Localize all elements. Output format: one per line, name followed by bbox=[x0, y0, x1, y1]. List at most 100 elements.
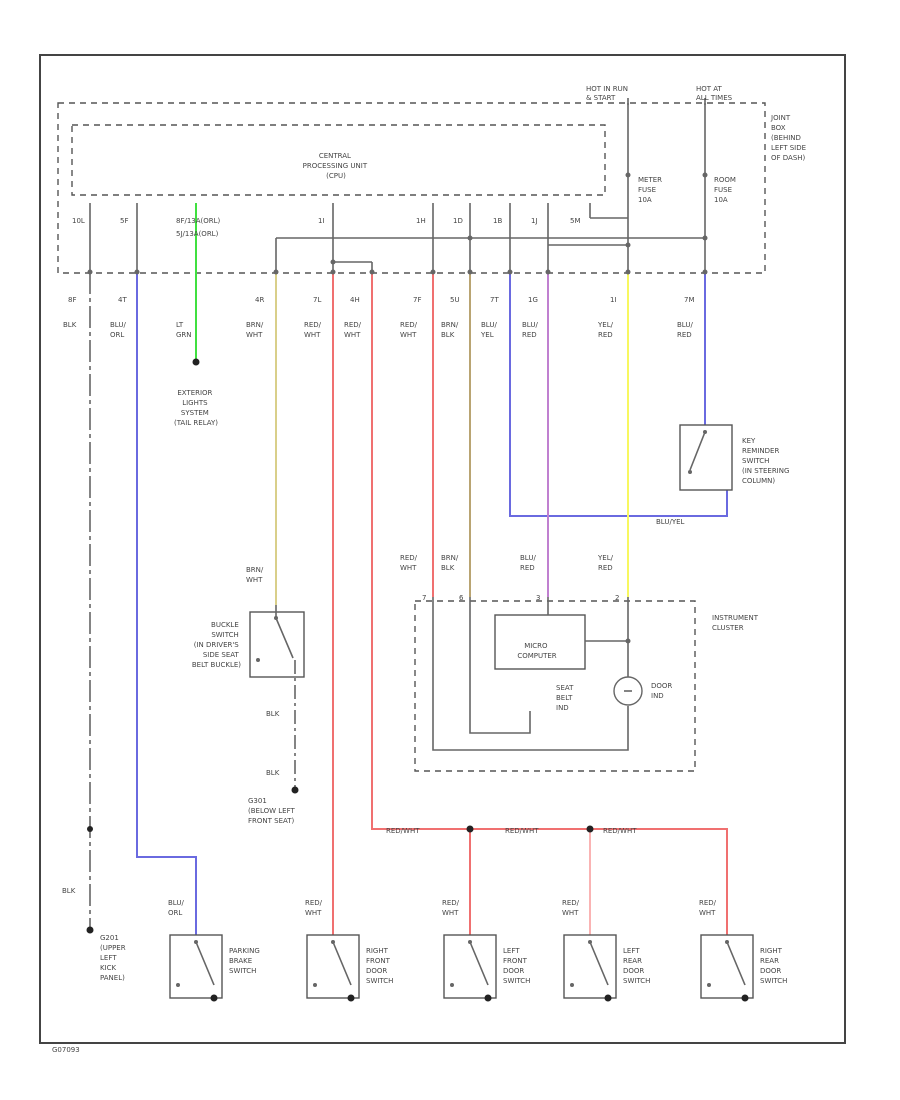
cpu-label: CENTRAL PROCESSING UNIT (CPU) bbox=[303, 152, 370, 180]
buckle-blk-label-1: BLK bbox=[266, 710, 280, 718]
svg-text:RED/WHT: RED/WHT bbox=[400, 554, 418, 572]
connector-pin-labels: 8F 4T 4R 7L 4H 7F 5U 7T 1G 1I 7M bbox=[68, 296, 695, 304]
svg-text:BLU/RED: BLU/RED bbox=[522, 321, 538, 339]
svg-text:RED/WHT: RED/WHT bbox=[603, 827, 637, 835]
svg-text:RED/WHT: RED/WHT bbox=[305, 899, 323, 917]
svg-text:8F: 8F bbox=[68, 296, 76, 304]
meter-fuse-label: METER FUSE 10A bbox=[638, 176, 664, 204]
svg-text:BLU/RED: BLU/RED bbox=[677, 321, 693, 339]
instrument-cluster-wiring bbox=[432, 597, 643, 751]
bottom-switches bbox=[169, 934, 754, 1002]
diagram-frame bbox=[39, 54, 846, 1044]
g301-label: G301 (BELOW LEFT FRONT SEAT) bbox=[248, 797, 297, 825]
svg-text:7M: 7M bbox=[684, 296, 695, 304]
svg-text:7L: 7L bbox=[313, 296, 321, 304]
buckle-blk-label-2: BLK bbox=[266, 769, 280, 777]
svg-text:4T: 4T bbox=[118, 296, 127, 304]
g301-ground-terminal bbox=[291, 786, 299, 794]
svg-text:7: 7 bbox=[422, 594, 426, 602]
hot-all-label: HOT AT ALL TIMES bbox=[696, 85, 733, 102]
svg-text:8F/13A(ORL): 8F/13A(ORL) bbox=[176, 217, 221, 225]
g201-label: G201 (UPPER LEFT KICK PANEL) bbox=[100, 934, 128, 982]
cpu-outline bbox=[71, 124, 606, 196]
g201-splice bbox=[87, 826, 93, 832]
key-reminder-label: KEY REMINDER SWITCH (IN STEERING COLUMN) bbox=[742, 437, 792, 485]
door-bus-labels: RED/WHT RED/WHT RED/WHT bbox=[386, 827, 637, 835]
exterior-lights-terminal bbox=[192, 358, 200, 366]
micro-computer-label: MICRO COMPUTER bbox=[517, 642, 556, 660]
svg-text:YEL/RED: YEL/RED bbox=[597, 321, 614, 339]
power-feeds bbox=[627, 98, 706, 272]
junction-node-4 bbox=[702, 235, 708, 241]
svg-text:BLU/ORL: BLU/ORL bbox=[110, 321, 126, 339]
svg-text:5M: 5M bbox=[570, 217, 581, 225]
svg-text:RED/WHT: RED/WHT bbox=[400, 321, 418, 339]
instrument-cluster-outline bbox=[414, 600, 696, 772]
junction-box-outline bbox=[57, 102, 766, 274]
door-bus-node-2 bbox=[586, 825, 594, 833]
meter-fuse-node bbox=[625, 172, 631, 178]
svg-text:BRN/BLK: BRN/BLK bbox=[441, 321, 459, 339]
svg-text:BRN/BLK: BRN/BLK bbox=[441, 554, 459, 572]
buckle-wire-label: BRN/ WHT bbox=[246, 566, 266, 584]
micro-computer-box bbox=[494, 614, 586, 670]
junction-node-1 bbox=[330, 259, 336, 265]
svg-text:RED/WHT: RED/WHT bbox=[442, 899, 460, 917]
svg-text:10L: 10L bbox=[72, 217, 85, 225]
svg-text:1I: 1I bbox=[610, 296, 617, 304]
buckle-switch-box bbox=[249, 611, 305, 678]
svg-text:BLU/RED: BLU/RED bbox=[520, 554, 536, 572]
g201-ground-terminal bbox=[86, 926, 94, 934]
svg-text:1J: 1J bbox=[531, 217, 538, 225]
junction-node-2 bbox=[467, 235, 473, 241]
svg-text:1I: 1I bbox=[318, 217, 325, 225]
svg-text:1D: 1D bbox=[453, 217, 463, 225]
svg-text:RED/WHT: RED/WHT bbox=[344, 321, 362, 339]
key-reminder-wire-label: BLU/YEL bbox=[656, 518, 685, 526]
door-ind-label: DOOR IND bbox=[651, 682, 675, 700]
exterior-lights-label: EXTERIOR LIGHTS SYSTEM (TAIL RELAY) bbox=[174, 389, 218, 427]
buckle-switch-contacts bbox=[256, 605, 296, 790]
svg-text:BLU/ORL: BLU/ORL bbox=[168, 899, 184, 917]
cluster-pin-labels: 7 6 3 2 bbox=[422, 594, 619, 602]
svg-text:5J/13A(ORL): 5J/13A(ORL) bbox=[176, 230, 219, 238]
junction-node-3 bbox=[625, 242, 631, 248]
svg-text:RED/WHT: RED/WHT bbox=[386, 827, 420, 835]
instrument-cluster-label: INSTRUMENT CLUSTER bbox=[712, 614, 760, 632]
svg-text:RED/WHT: RED/WHT bbox=[505, 827, 539, 835]
cpu-pin-labels: 10L 5F 8F/13A(ORL) 5J/13A(ORL) 1I 1H 1D … bbox=[72, 217, 581, 238]
connector-pin-marks bbox=[87, 269, 708, 275]
svg-text:1H: 1H bbox=[416, 217, 426, 225]
door-bus-node-1 bbox=[466, 825, 474, 833]
svg-text:7F: 7F bbox=[413, 296, 421, 304]
svg-text:RED/WHT: RED/WHT bbox=[562, 899, 580, 917]
svg-text:5U: 5U bbox=[450, 296, 460, 304]
wire-blu-orl bbox=[136, 272, 197, 935]
figure-id: G07093 bbox=[52, 1046, 80, 1054]
svg-text:2: 2 bbox=[615, 594, 619, 602]
room-fuse-label: ROOM FUSE 10A bbox=[714, 176, 738, 204]
wire-red-wht-door-bus bbox=[371, 272, 728, 935]
svg-text:RED/WHT: RED/WHT bbox=[304, 321, 322, 339]
svg-text:4H: 4H bbox=[350, 296, 360, 304]
cluster-wire-labels: RED/WHT BRN/BLK BLU/RED YEL/RED bbox=[400, 554, 614, 572]
junction-box-label: JOINT BOX (BEHIND LEFT SIDE OF DASH) bbox=[770, 114, 808, 162]
room-fuse-node bbox=[702, 172, 708, 178]
left-blk-label: BLK bbox=[62, 887, 76, 895]
svg-text:1B: 1B bbox=[493, 217, 502, 225]
svg-text:YEL/RED: YEL/RED bbox=[597, 554, 614, 572]
svg-text:7T: 7T bbox=[490, 296, 499, 304]
svg-text:4R: 4R bbox=[255, 296, 264, 304]
seat-belt-ind-label: SEAT BELT IND bbox=[556, 684, 576, 712]
svg-text:RED/WHT: RED/WHT bbox=[699, 899, 717, 917]
svg-text:BLK: BLK bbox=[63, 321, 77, 329]
wire-blu-yel-key bbox=[509, 272, 728, 517]
svg-text:BLU/YEL: BLU/YEL bbox=[480, 321, 497, 339]
